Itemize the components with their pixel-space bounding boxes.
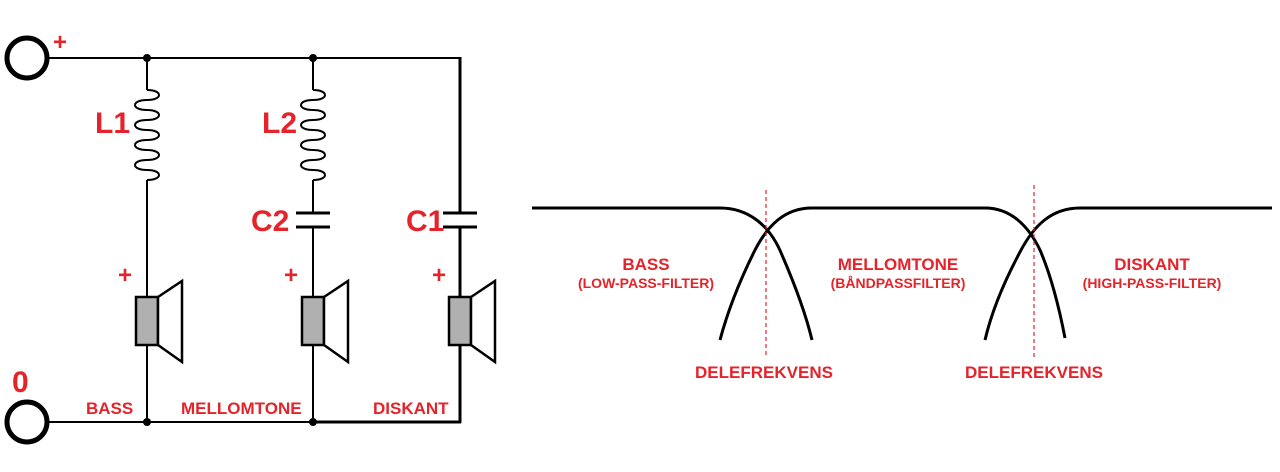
inductor-l1 <box>134 89 160 181</box>
curve-treble-highpass <box>983 206 1272 341</box>
band-filter-mid: (BÅNDPASSFILTER) <box>831 275 966 291</box>
c2-label: C2 <box>251 205 289 238</box>
inductor-l2 <box>300 89 326 181</box>
treble-speaker-icon <box>447 278 497 365</box>
mid-speaker-plus: + <box>284 262 298 289</box>
band-name-mid: MELLOMTONE <box>838 255 959 274</box>
terminal-zero <box>4 399 50 445</box>
l1-label: L1 <box>95 107 130 140</box>
c1-label: C1 <box>406 205 444 238</box>
mid-speaker-icon <box>300 278 350 365</box>
band-name-bass: BASS <box>622 255 669 274</box>
crossover-label-2: DELEFREKVENS <box>965 363 1103 382</box>
crossover-label-1: DELEFREKVENS <box>695 363 833 382</box>
curve-bass-lowpass <box>532 206 814 341</box>
terminal-plus-sign: + <box>53 29 67 56</box>
speaker-label-treble: DISKANT <box>373 399 449 418</box>
bass-speaker-icon <box>134 278 184 365</box>
response-curves: BASS (LOW-PASS-FILTER) MELLOMTONE (BÅNDP… <box>532 185 1272 382</box>
treble-speaker-plus: + <box>432 262 446 289</box>
crossover-circuit: + 0 L1 + BASS <box>4 29 497 445</box>
terminal-plus <box>4 35 50 81</box>
capacitor-c1 <box>443 211 477 229</box>
band-filter-bass: (LOW-PASS-FILTER) <box>578 275 714 291</box>
l2-label: L2 <box>262 107 297 140</box>
terminal-zero-label: 0 <box>12 366 29 399</box>
speaker-label-bass: BASS <box>86 399 133 418</box>
curve-mid-bandpass <box>718 206 1067 341</box>
capacitor-c2 <box>296 211 330 229</box>
bass-speaker-plus: + <box>118 262 132 289</box>
band-filter-treble: (HIGH-PASS-FILTER) <box>1083 275 1222 291</box>
band-name-treble: DISKANT <box>1114 255 1190 274</box>
speaker-label-mid: MELLOMTONE <box>181 399 302 418</box>
